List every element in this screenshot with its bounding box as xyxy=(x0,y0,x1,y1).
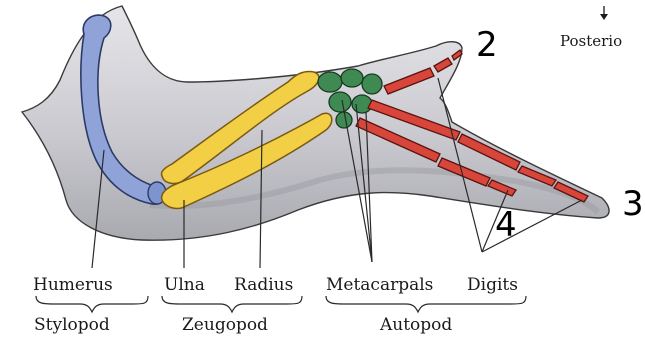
stylopod-label: Stylopod xyxy=(34,315,110,335)
ulna-label: Ulna xyxy=(164,275,205,295)
digit-number-3: 3 xyxy=(622,184,644,224)
orientation-label: Posterio xyxy=(560,32,622,50)
metacarpals-label: Metacarpals xyxy=(326,275,433,295)
digit-number-4: 4 xyxy=(495,205,517,245)
autopod-label: Autopod xyxy=(379,315,452,335)
posterior-arrow-icon xyxy=(600,6,608,20)
digits-label: Digits xyxy=(467,275,518,295)
region-braces xyxy=(36,296,526,312)
radius-label: Radius xyxy=(234,275,293,295)
digit-number-2: 2 xyxy=(476,25,498,65)
zeugopod-label: Zeugopod xyxy=(182,315,268,335)
humerus-label: Humerus xyxy=(33,275,113,295)
